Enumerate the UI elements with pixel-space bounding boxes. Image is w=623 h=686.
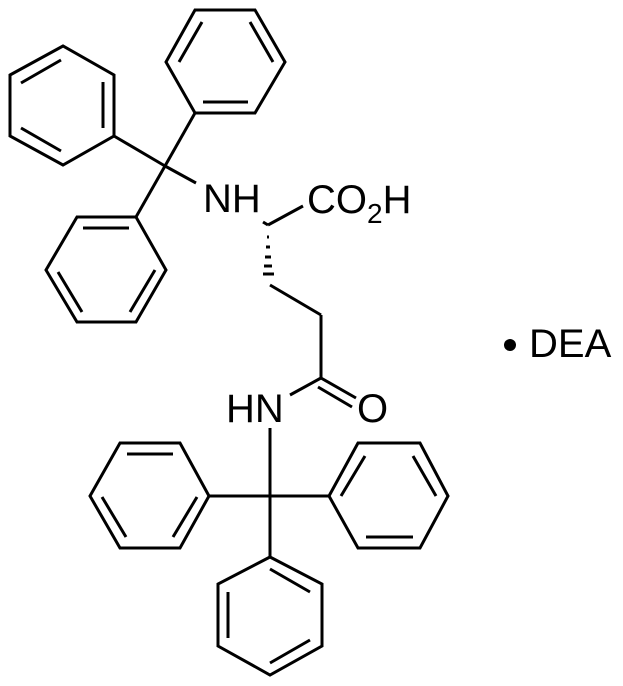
phenyl-ring-bottom bbox=[216, 555, 324, 677]
salt-label: DEA bbox=[529, 322, 612, 366]
phenyl-ring-bottom-right bbox=[327, 441, 450, 550]
phenyl-ring-bottom-left bbox=[88, 441, 211, 550]
salt-bullet-icon bbox=[504, 339, 516, 351]
hashed-wedge-bond bbox=[263, 235, 274, 276]
trityl-top bbox=[8, 8, 287, 324]
trityl-bottom bbox=[88, 428, 450, 677]
nh-label-top: NH bbox=[203, 177, 261, 221]
phenyl-ring-top bbox=[164, 8, 287, 115]
oxygen-label: O bbox=[357, 387, 388, 431]
carboxylic-acid-label: CO2H bbox=[307, 178, 411, 229]
phenyl-ring-top-bottom bbox=[44, 215, 168, 324]
hn-label-bottom: HN bbox=[226, 387, 284, 431]
phenyl-ring-top-left bbox=[8, 44, 116, 167]
